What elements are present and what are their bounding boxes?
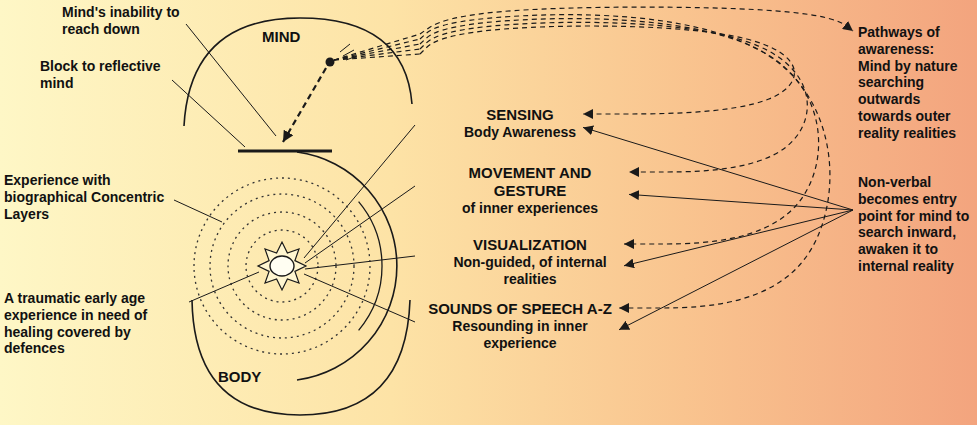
fan-line xyxy=(305,186,415,263)
pathway-start xyxy=(334,39,420,60)
pathway-start xyxy=(334,44,420,60)
annotation-text: Mind's inability to reach down xyxy=(62,4,180,38)
leader-line xyxy=(189,272,259,302)
technique-label: SOUNDS OF SPEECH A-ZResounding in inner … xyxy=(425,298,615,354)
entry-arrow xyxy=(624,210,853,266)
pathway-arrow xyxy=(420,15,830,308)
region-title: MIND xyxy=(262,28,300,46)
entry-arrow xyxy=(619,210,853,330)
technique-heading: SOUNDS OF SPEECH A-Z xyxy=(428,300,612,318)
technique-subtitle: Resounding in inner experience xyxy=(428,318,612,352)
annotation: A traumatic early age experience in need… xyxy=(4,290,184,357)
pathway-arrow xyxy=(420,19,819,244)
note-text: Pathways of awareness: Mind by nature se… xyxy=(856,22,972,144)
mind-region: MIND xyxy=(180,14,420,130)
annotation: Mind's inability to reach down xyxy=(62,4,180,38)
tick-mark xyxy=(340,44,350,52)
technique-subtitle: Non-guided, of internal realities xyxy=(443,254,617,288)
technique-subtitle: of inner experiences xyxy=(438,200,622,217)
annotation: Block to reflective mind xyxy=(40,58,168,92)
region-outline-path xyxy=(192,300,410,415)
annotation-text: A traumatic early age experience in need… xyxy=(4,290,184,357)
body-region: BODY xyxy=(188,290,414,418)
leader-line xyxy=(174,200,222,222)
reach-down-arrow xyxy=(283,68,326,142)
block-bar xyxy=(238,150,332,153)
layer-ring xyxy=(246,230,318,302)
note-text: Non-verbal becomes entry point for mind … xyxy=(856,172,972,277)
technique-heading: SENSING xyxy=(464,106,576,124)
entry-arrow xyxy=(583,127,853,210)
annotation-text: Block to reflective mind xyxy=(40,58,168,92)
core-star xyxy=(258,242,306,290)
fan-line xyxy=(304,274,415,322)
technique-label: MOVEMENT AND GESTUREof inner experiences xyxy=(435,162,625,219)
technique-heading: MOVEMENT AND GESTURE xyxy=(438,164,622,200)
annotation-text: Experience with biographical Concentric … xyxy=(4,172,169,222)
technique-subtitle: Body Awareness xyxy=(464,124,576,141)
entry-arrow xyxy=(629,194,853,210)
mind-dot xyxy=(326,58,335,67)
outer-arc xyxy=(297,152,397,380)
note-text: Non-verbal becomes entry point for mind … xyxy=(858,174,970,275)
annotation: Experience with biographical Concentric … xyxy=(4,172,169,222)
layer-ring xyxy=(194,178,370,354)
technique-heading: VISUALIZATION xyxy=(443,236,617,254)
pathway-start xyxy=(334,49,420,60)
technique-label: SENSINGBody Awareness xyxy=(461,104,579,143)
leader-line xyxy=(172,80,245,147)
pathway-start xyxy=(334,54,420,60)
region-title: BODY xyxy=(218,368,261,386)
technique-label: VISUALIZATIONNon-guided, of internal rea… xyxy=(440,234,620,290)
fan-line xyxy=(305,256,415,269)
region-outline xyxy=(188,290,414,418)
fan-line xyxy=(304,125,415,258)
region-outline-path xyxy=(184,18,412,126)
inner-arc xyxy=(359,202,382,331)
pathway-arrow xyxy=(420,7,853,34)
note-text: Pathways of awareness: Mind by nature se… xyxy=(858,24,970,142)
layer-ring xyxy=(228,212,336,320)
core-center xyxy=(270,256,294,276)
